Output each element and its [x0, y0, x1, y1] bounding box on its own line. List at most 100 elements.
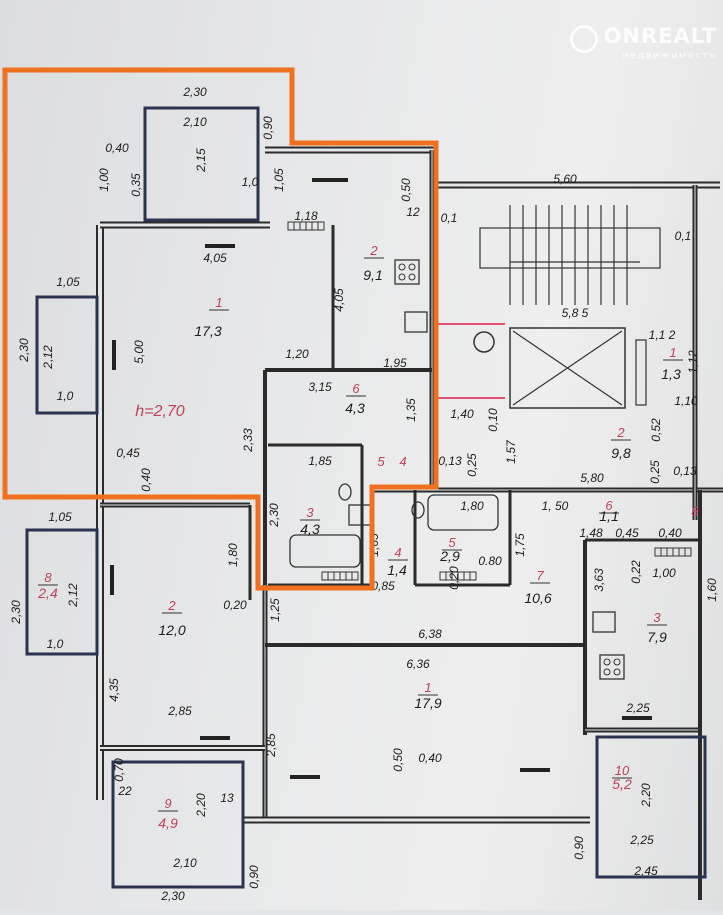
dimension-label: 0,40: [105, 141, 129, 155]
room-area: 2,9: [439, 548, 460, 564]
room-number: 2: [369, 243, 378, 258]
dimension-label: 4,35: [107, 678, 121, 702]
dimension-label: 0,35: [129, 173, 143, 197]
dimension-label: 3,63: [592, 568, 606, 592]
bathtub-icon: [427, 494, 499, 531]
dimension-label: 2,30: [182, 85, 207, 99]
sink-icon: [592, 611, 616, 633]
balcony-outline: [143, 106, 260, 222]
room-number: 2: [616, 425, 625, 440]
radiator-icon: [321, 571, 359, 581]
dimension-label: 1,57: [504, 439, 518, 464]
dimension-label: 2,10: [172, 856, 197, 870]
walls-layer: [25, 106, 723, 900]
dimension-label: 1,95: [383, 356, 407, 370]
room-number: 1: [424, 680, 431, 695]
dimension-label: 2,10: [182, 115, 207, 129]
dimension-label: 1, 50: [542, 499, 569, 513]
dimension-label: 1,60: [705, 578, 719, 602]
dimension-label: 1,12: [686, 350, 700, 374]
watermark: ONREALT недвижимость: [569, 24, 717, 61]
dimension-label: 2,12: [66, 583, 80, 608]
room-number: 5: [448, 535, 456, 550]
dimension-label: 1,85: [308, 454, 332, 468]
dimension-label: 0,25: [648, 460, 662, 484]
dimension-label: 0,52: [649, 418, 663, 442]
dimension-label: 0,1: [441, 211, 458, 225]
dimension-label: 0,40: [418, 751, 442, 765]
shaft-vent: [635, 339, 647, 406]
dimension-label: 0,13: [438, 454, 462, 468]
room-number: 6: [352, 381, 360, 396]
window-sill-icon: [110, 565, 114, 595]
dimension-label: 13: [220, 791, 234, 805]
balcony-outline: [595, 735, 707, 879]
room-area: 1,3: [661, 366, 681, 382]
room-number: 4: [394, 545, 401, 560]
room-area: 9,1: [363, 267, 382, 283]
toilet-icon: [338, 483, 352, 501]
dimension-label: 0,25: [465, 453, 479, 477]
room-area: 4,3: [345, 400, 365, 416]
balcony-outline: [35, 295, 99, 415]
staircase: [479, 205, 661, 305]
dimension-label: 5,00: [132, 340, 146, 364]
dimension-label: 1,80: [226, 543, 240, 567]
dimension-label: 2,30: [267, 503, 281, 528]
room-number: 5: [377, 454, 385, 469]
room-area: 5,2: [612, 776, 632, 792]
dimension-label: 5,8 5: [562, 306, 589, 320]
dimension-label: 6,36: [406, 657, 430, 671]
room-area: 9,8: [611, 445, 631, 461]
dimension-label: 1,20: [285, 347, 309, 361]
dimension-label: 4,05: [332, 288, 346, 312]
dimension-label: 4,05: [203, 251, 227, 265]
room-number: 4: [399, 454, 406, 469]
dimension-label: 0,20: [223, 598, 247, 612]
dimension-label: 1,48: [579, 526, 603, 540]
dimension-label: 1,0: [57, 389, 74, 403]
room-number: 9: [164, 796, 171, 811]
room-area: 2,4: [37, 585, 58, 601]
dimension-label: 0,40: [658, 526, 682, 540]
dimension-label: 0,90: [261, 116, 275, 140]
dimension-label: 2,30: [160, 889, 185, 903]
dimension-label: 2,85: [264, 733, 278, 758]
dimension-label: 0,70: [112, 758, 126, 782]
fixtures-layer: [110, 178, 692, 779]
watermark-brand: ONREALT: [603, 24, 717, 48]
elevator-shaft: [509, 327, 626, 409]
dimension-label: 0,22: [629, 560, 643, 584]
dimension-label: 2,20: [639, 783, 653, 808]
dimension-label: 2,25: [629, 833, 654, 847]
room-area: 12,0: [158, 622, 185, 638]
dimension-label: 1,05: [48, 510, 72, 524]
dimension-label: 0,50: [391, 748, 405, 772]
dimension-label: 6,38: [418, 627, 442, 641]
room-area: 4,3: [300, 521, 320, 537]
room-number: 1: [215, 295, 222, 310]
dimension-label: 2,15: [194, 148, 208, 173]
dimension-label: 1,0: [242, 175, 259, 189]
window-sill-icon: [622, 716, 652, 720]
sink-icon: [404, 311, 428, 333]
bathtub-icon: [289, 534, 361, 568]
room-number: 6: [605, 498, 613, 513]
room-area: 17,3: [194, 323, 221, 339]
dimension-label: 12: [406, 205, 420, 219]
dimension-label: 1,18: [294, 209, 318, 223]
dimension-label: 1,1 2: [649, 328, 676, 342]
balcony-outline: [111, 760, 245, 889]
dimension-label: 1,05: [272, 168, 286, 192]
selected-apartment-outline: [2, 67, 439, 591]
watermark-logo-icon: [569, 24, 598, 53]
dimension-label: 0,45: [615, 526, 639, 540]
dimension-label: 0,90: [572, 836, 586, 860]
dimension-label: 2,45: [633, 864, 658, 878]
balcony-outline: [25, 528, 99, 656]
dimension-label: 1,40: [450, 407, 474, 421]
dimension-label: 0,45: [116, 446, 140, 460]
dimension-label: 2,25: [625, 701, 650, 715]
